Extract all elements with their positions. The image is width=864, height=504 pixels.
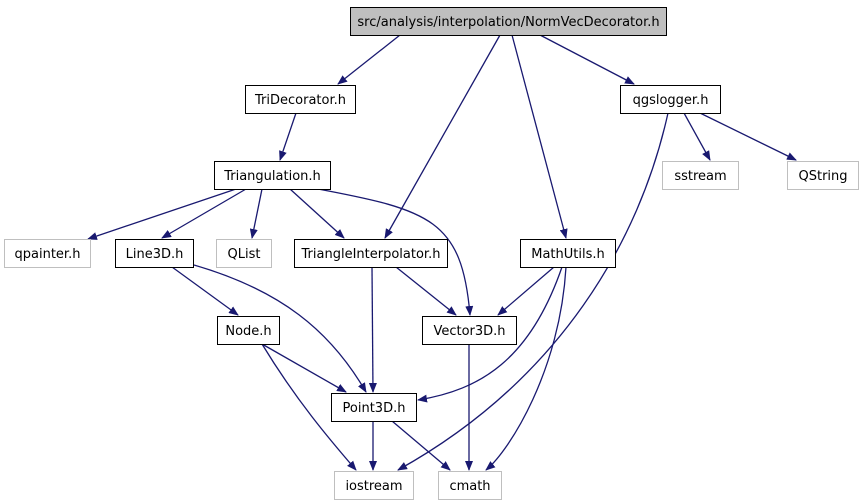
node-label-vector3d: Vector3D.h (433, 324, 505, 339)
node-mathutils[interactable]: MathUtils.h (520, 239, 616, 268)
edge-normvec-to-qgslogger (539, 34, 635, 85)
nodes-layer: src/analysis/interpolation/NormVecDecora… (4, 7, 859, 500)
node-line3d[interactable]: Line3D.h (115, 239, 194, 268)
node-qstring: QString (787, 161, 859, 190)
node-iostream: iostream (334, 471, 414, 500)
node-qgslogger[interactable]: qgslogger.h (620, 85, 721, 114)
node-box-qpainter (4, 239, 91, 268)
node-box-cmath (438, 471, 502, 500)
edge-triangulation-to-qpainter (87, 188, 237, 240)
edge-tridec-to-triangulation (279, 112, 297, 161)
node-label-normvec: src/analysis/interpolation/NormVecDecora… (357, 15, 659, 30)
edge-node-to-iostream (261, 343, 357, 471)
edge-triangulation-to-vector3d (317, 188, 474, 316)
node-box-vector3d (422, 316, 517, 345)
node-vector3d[interactable]: Vector3D.h (422, 316, 517, 345)
node-qpainter: qpainter.h (4, 239, 91, 268)
edge-mathutils-to-cmath (485, 266, 567, 471)
edge-line3d-to-point3d (193, 264, 367, 393)
node-triinterp[interactable]: TriangleInterpolator.h (294, 239, 448, 268)
edge-qgslogger-to-iostream (397, 112, 669, 471)
edge-normvec-to-tridec (337, 34, 401, 85)
node-qlist: QList (216, 239, 272, 268)
node-label-sstream: sstream (674, 169, 726, 184)
node-node[interactable]: Node.h (217, 316, 280, 345)
node-box-iostream (334, 471, 414, 500)
edges-layer (87, 34, 797, 471)
node-label-line3d: Line3D.h (126, 247, 184, 262)
node-label-triinterp: TriangleInterpolator.h (301, 247, 441, 262)
edge-node-to-point3d (261, 343, 347, 393)
node-box-line3d (115, 239, 194, 268)
edge-triangulation-to-qlist (249, 188, 263, 239)
edge-triinterp-to-point3d (368, 266, 377, 393)
node-normvec[interactable]: src/analysis/interpolation/NormVecDecora… (350, 7, 667, 36)
edge-triinterp-to-vector3d (395, 266, 457, 316)
node-label-qstring: QString (798, 169, 847, 184)
node-label-iostream: iostream (345, 479, 402, 494)
node-box-triinterp (294, 239, 448, 268)
node-label-qlist: QList (228, 247, 261, 262)
node-box-node (217, 316, 280, 345)
node-label-triangulation: Triangulation.h (223, 169, 321, 184)
node-box-point3d (331, 393, 417, 422)
edge-qgslogger-to-qstring (699, 112, 797, 161)
edge-mathutils-to-vector3d (497, 266, 555, 316)
node-label-tridec: TriDecorator.h (254, 93, 346, 108)
node-sstream: sstream (662, 161, 739, 190)
edge-line3d-to-node (171, 266, 239, 316)
node-label-mathutils: MathUtils.h (531, 247, 605, 262)
node-box-qgslogger (620, 85, 721, 114)
node-label-qgslogger: qgslogger.h (633, 93, 709, 108)
node-point3d[interactable]: Point3D.h (331, 393, 417, 422)
edge-qgslogger-to-sstream (683, 112, 711, 161)
node-box-mathutils (520, 239, 616, 268)
node-box-triangulation (214, 161, 331, 190)
node-label-node: Node.h (225, 324, 271, 339)
edge-point3d-to-cmath (391, 420, 451, 471)
edge-triangulation-to-line3d (161, 188, 247, 239)
node-box-normvec (350, 7, 667, 36)
node-box-qlist (216, 239, 272, 268)
edge-triangulation-to-triinterp (289, 188, 345, 239)
node-label-cmath: cmath (449, 479, 490, 494)
node-tridec[interactable]: TriDecorator.h (245, 85, 356, 114)
node-label-qpainter: qpainter.h (15, 247, 81, 262)
edge-normvec-to-triinterp (384, 34, 501, 239)
node-box-qstring (787, 161, 859, 190)
node-label-point3d: Point3D.h (343, 401, 406, 416)
edge-mathutils-to-point3d (417, 266, 563, 403)
node-cmath: cmath (438, 471, 502, 500)
node-box-sstream (662, 161, 739, 190)
node-triangulation[interactable]: Triangulation.h (214, 161, 331, 190)
node-box-tridec (245, 85, 356, 114)
edge-normvec-to-mathutils (511, 34, 568, 239)
